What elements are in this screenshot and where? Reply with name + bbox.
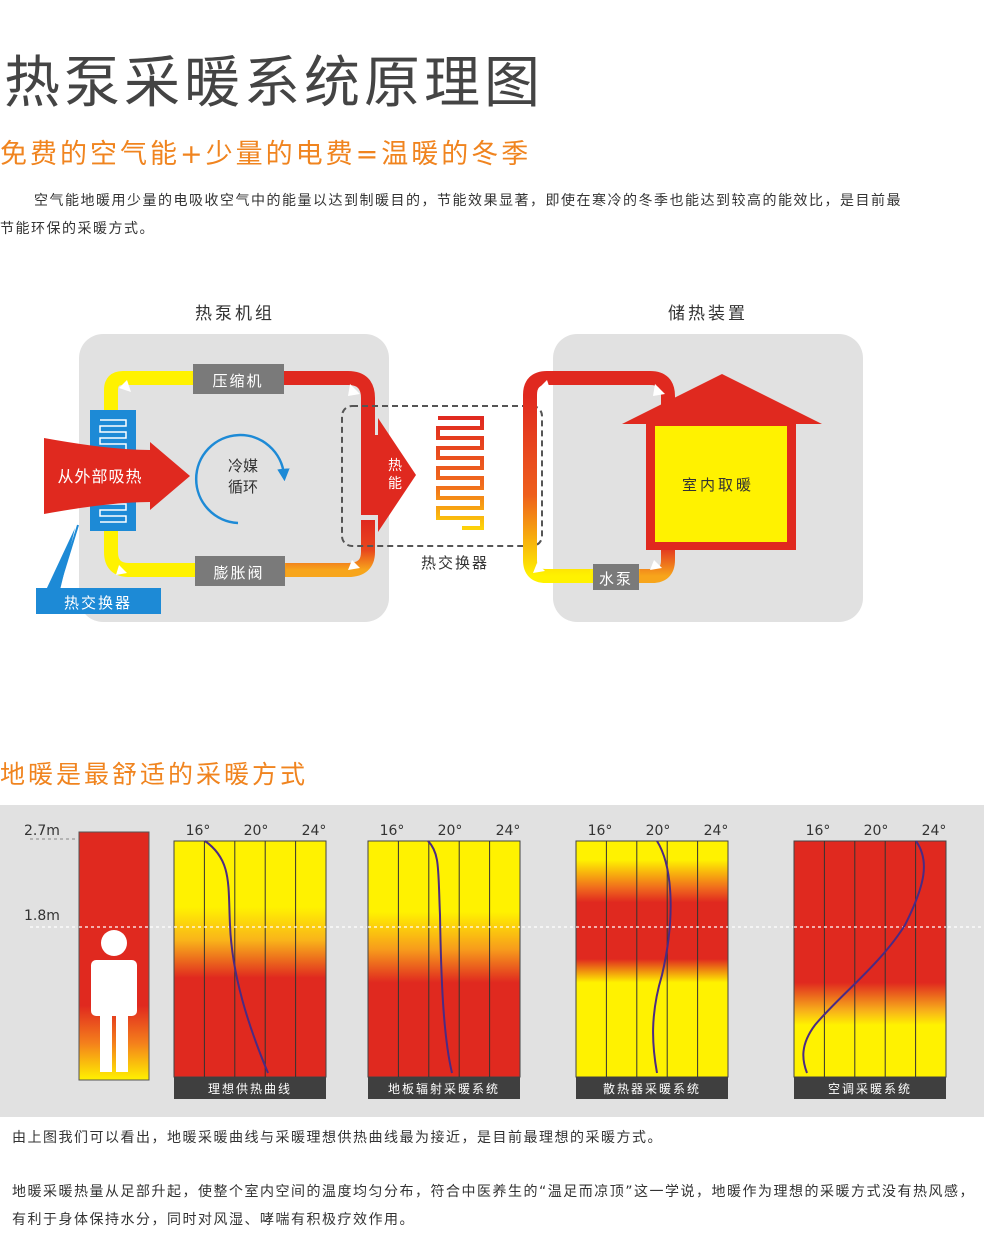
panel-2-body bbox=[367, 840, 521, 1078]
panel-3-label: 散热器采暖系统 bbox=[603, 1081, 701, 1096]
panel-2-temp-3: 24° bbox=[496, 823, 521, 839]
panel-2-label-bar bbox=[368, 1077, 520, 1099]
heat-pump-label: 热泵机组 bbox=[195, 304, 275, 324]
water-pump-label: 水泵 bbox=[599, 570, 633, 588]
heat-pump-diagram: 热泵机组 储热装置 压缩机 膨胀阀 热 能 从外部吸热 冷媒 循环 热交换器 热… bbox=[36, 304, 863, 622]
panel-1-temp-1: 16° bbox=[186, 823, 211, 839]
panel-4-body bbox=[793, 840, 947, 1078]
panel-2-label: 地板辐射采暖系统 bbox=[388, 1081, 500, 1096]
panel-4-curve bbox=[802, 840, 925, 1074]
mid-heat-exchanger-label: 热交换器 bbox=[421, 554, 489, 572]
panel-2-curve bbox=[427, 840, 453, 1074]
person-icon bbox=[91, 930, 137, 1072]
mid-coil bbox=[436, 416, 484, 530]
heat-energy-char-1: 热 bbox=[388, 458, 402, 474]
indoor-heating-label: 室内取暖 bbox=[682, 476, 754, 494]
cycle-arrow bbox=[194, 433, 290, 525]
absorb-heat-label: 从外部吸热 bbox=[57, 467, 142, 486]
panel-3-temp-2: 20° bbox=[646, 823, 671, 839]
left-heat-exchanger-label: 热交换器 bbox=[64, 594, 132, 612]
panel-1-temp-2: 20° bbox=[244, 823, 269, 839]
house-roof bbox=[622, 374, 822, 424]
panel-1-label-bar bbox=[174, 1077, 326, 1099]
footer-line-1: 由上图我们可以看出，地暖采暖曲线与采暖理想供热曲线最为接近，是目前最理想的采暖方… bbox=[12, 1130, 663, 1146]
intro-line-1: 空气能地暖用少量的电吸收空气中的能量以达到制暖目的，节能效果显著，即使在寒冷的冬… bbox=[34, 193, 902, 209]
panel-2-temp-1: 16° bbox=[380, 823, 405, 839]
panel-2-temp-2: 20° bbox=[438, 823, 463, 839]
left-heat-exchanger-tag bbox=[36, 588, 161, 614]
height-label-top: 2.7m bbox=[24, 823, 60, 839]
panel-1-curve bbox=[204, 840, 269, 1074]
height-label-mid: 1.8m bbox=[24, 908, 60, 924]
water-pump-tag bbox=[593, 564, 639, 590]
panel-3-temp-1: 16° bbox=[588, 823, 613, 839]
storage-label: 储热装置 bbox=[668, 304, 748, 324]
panel-1-label: 理想供热曲线 bbox=[208, 1081, 292, 1096]
expansion-valve-tag bbox=[195, 556, 285, 586]
mid-heat-exchanger-box bbox=[341, 405, 543, 547]
panel-3-temp-3: 24° bbox=[704, 823, 729, 839]
panel-4-label: 空调采暖系统 bbox=[828, 1082, 912, 1096]
heat-pump-box bbox=[79, 334, 389, 622]
page-title: 热泵采暖系统原理图 bbox=[4, 51, 544, 116]
footer-line-2: 地暖采暖热量从足部升起，使整个室内空间的温度均匀分布，符合中医养生的“温足而凉顶… bbox=[12, 1184, 976, 1200]
intro-line-2: 节能环保的采暖方式。 bbox=[0, 221, 155, 237]
panel-3-label-bar bbox=[576, 1077, 728, 1099]
heat-energy-arrow bbox=[361, 418, 416, 532]
panel-1-temp-3: 24° bbox=[302, 823, 327, 839]
compressor-label: 压缩机 bbox=[212, 372, 263, 390]
panel-4-label-bar bbox=[794, 1077, 946, 1099]
house-interior bbox=[655, 426, 787, 542]
heat-energy-char-2: 能 bbox=[388, 476, 402, 492]
panel-3-body bbox=[575, 840, 729, 1078]
panel-1-body bbox=[173, 840, 327, 1078]
panel-4-temp-1: 16° bbox=[806, 823, 831, 839]
panel-4-temp-2: 20° bbox=[864, 823, 889, 839]
page-subtitle: 免费的空气能+少量的电费=温暖的冬季 bbox=[0, 139, 532, 170]
compressor-tag bbox=[193, 364, 284, 394]
expansion-valve-label: 膨胀阀 bbox=[213, 564, 264, 582]
section2-title: 地暖是最舒适的采暖方式 bbox=[0, 760, 309, 789]
panel-3-curve bbox=[652, 840, 672, 1074]
panel-4-temp-3: 24° bbox=[922, 823, 947, 839]
refrigerant-line-1: 冷媒 bbox=[228, 457, 258, 475]
heating-comparison-chart: 2.7m 1.8m 16° 20° 24° 理想供热曲线 16° 20° 24° 地板辐射采暖… bbox=[0, 805, 984, 1117]
intro-paragraph: 空气能地暖用少量的电吸收空气中的能量以达到制暖目的，节能效果显著，即使在寒冷的冬… bbox=[0, 187, 980, 243]
footer-line-3: 有利于身体保持水分，同时对风湿、哮喘有积极疗效作用。 bbox=[12, 1212, 415, 1228]
absorb-heat-arrow bbox=[44, 438, 190, 514]
refrigerant-line-2: 循环 bbox=[228, 478, 258, 496]
